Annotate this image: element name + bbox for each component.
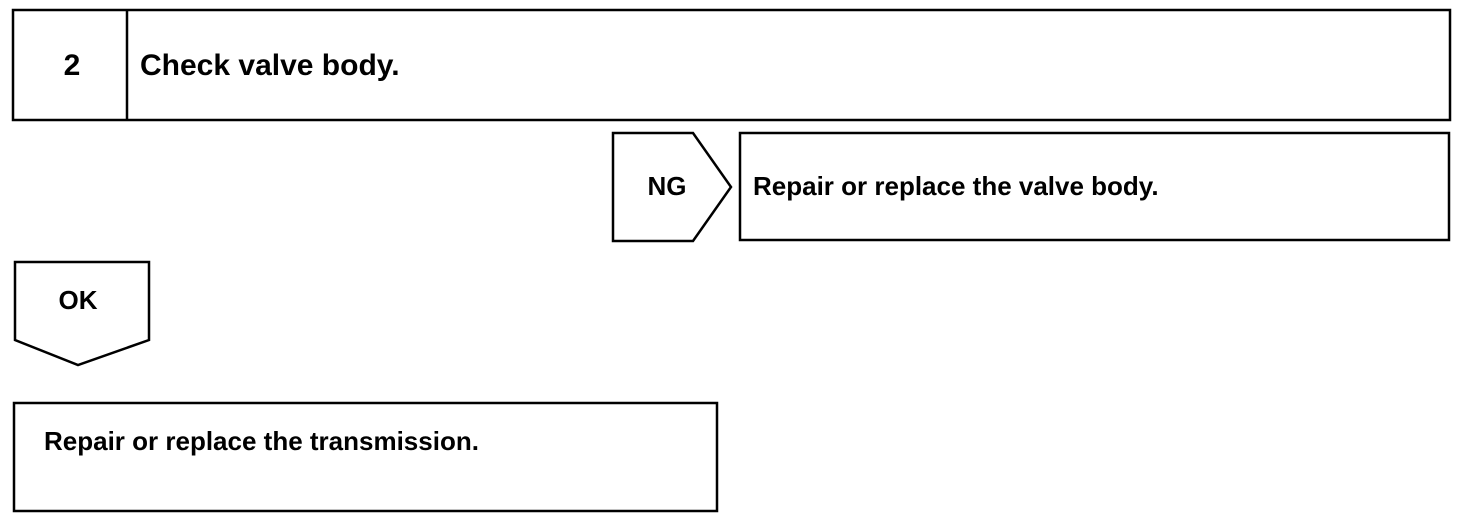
ng-action-box — [738, 131, 1451, 242]
ok-action-box — [12, 401, 719, 513]
step-header-frame — [11, 8, 1452, 122]
step-header: 2 Check valve body. — [11, 8, 1452, 122]
ok-action-text: Repair or replace the transmission. — [44, 426, 479, 456]
ng-branch: NG Repair or replace the valve body. — [611, 131, 1451, 243]
ok-branch: OK Repair or replace the transmission. — [12, 260, 719, 513]
ng-action-text: Repair or replace the valve body. — [753, 171, 1159, 201]
ok-label: OK — [59, 285, 98, 315]
ng-label: NG — [648, 171, 687, 201]
ng-arrow-tag — [611, 131, 733, 243]
step-title: Check valve body. — [140, 49, 400, 82]
ok-arrow-tag — [13, 260, 151, 367]
step-number: 2 — [64, 49, 81, 82]
